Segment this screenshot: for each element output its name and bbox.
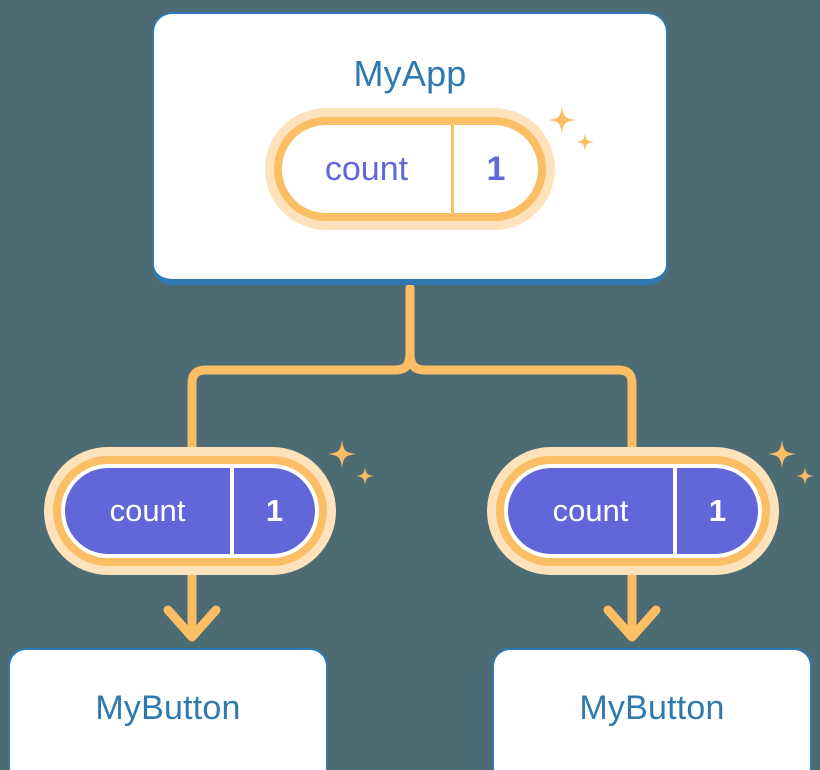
card-title: MyButton bbox=[579, 689, 725, 727]
state-value-label: 1 bbox=[450, 125, 538, 213]
state-key-label: count bbox=[552, 493, 629, 528]
state-value-label: 1 bbox=[673, 468, 758, 554]
pill-body: count 1 bbox=[61, 464, 319, 558]
state-key-label: count bbox=[109, 493, 186, 528]
component-card-mybutton-right[interactable]: MyButton bbox=[492, 648, 812, 770]
pill-body: count 1 bbox=[282, 125, 538, 213]
connector-branch-left bbox=[187, 347, 415, 454]
arrow-down-left bbox=[163, 568, 221, 642]
card-title: MyButton bbox=[95, 689, 241, 727]
arrow-down-right bbox=[603, 568, 661, 642]
page-title: MyApp bbox=[353, 53, 467, 94]
pill-body: count 1 bbox=[504, 464, 762, 558]
state-pill-left[interactable]: count 1 bbox=[44, 447, 336, 575]
state-pill-myapp[interactable]: count 1 bbox=[265, 108, 555, 230]
state-pill-right[interactable]: count 1 bbox=[487, 447, 779, 575]
connector-branch-right bbox=[405, 347, 637, 454]
state-value-label: 1 bbox=[230, 468, 315, 554]
component-card-mybutton-left[interactable]: MyButton bbox=[8, 648, 328, 770]
state-key-label: count bbox=[324, 149, 409, 188]
